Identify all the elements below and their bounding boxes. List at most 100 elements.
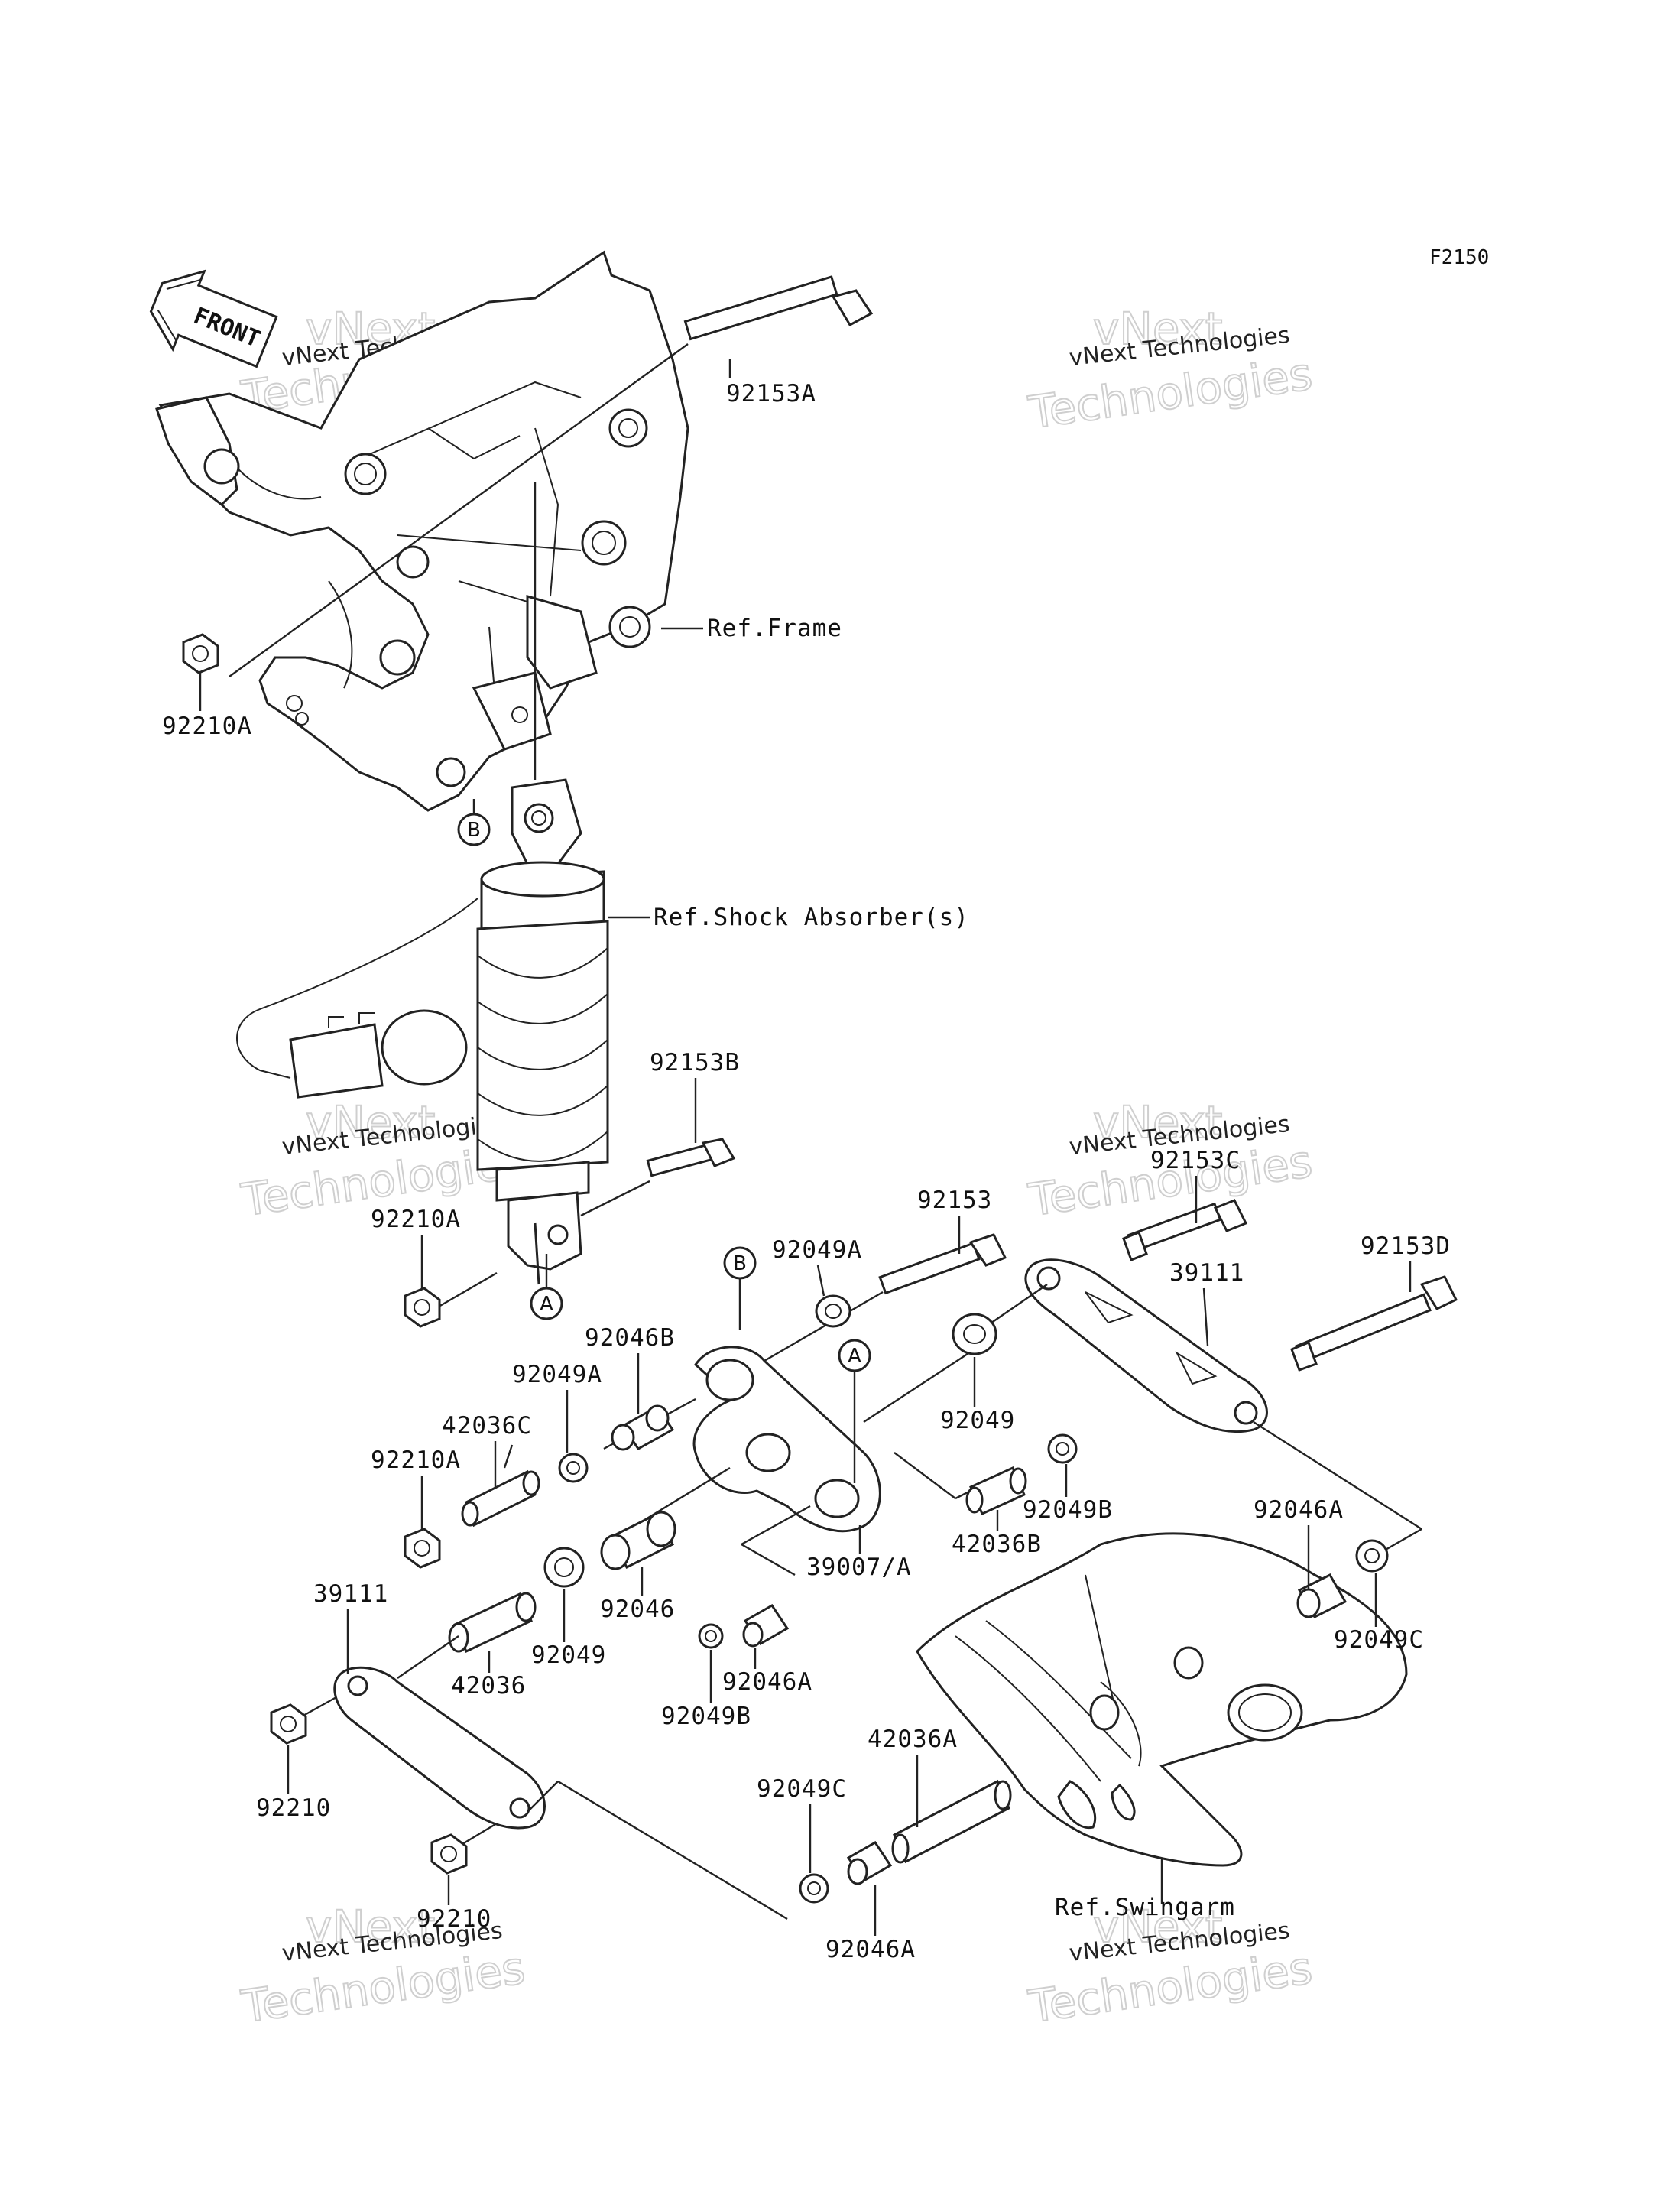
part-label: 92046 <box>600 1596 675 1623</box>
leader-line <box>1202 1287 1209 1346</box>
marker-a-upper: A <box>530 1254 563 1320</box>
nut-92210-lower <box>430 1833 468 1875</box>
axis-line <box>1253 1420 1422 1531</box>
part-label: 42036C <box>442 1412 532 1440</box>
ref-swingarm-label: Ref.Swingarm <box>1055 1894 1235 1921</box>
rocker-arm <box>692 1346 881 1533</box>
part-label: 92153D <box>1361 1232 1451 1260</box>
part-label: 92153 <box>917 1187 992 1214</box>
svg-text:vNext: vNext <box>306 1901 435 1953</box>
part-label: 92046A <box>722 1668 812 1696</box>
plate-hole <box>203 448 240 485</box>
marker-a-lower: A <box>838 1339 871 1483</box>
axis-line <box>863 1348 975 1424</box>
bearing-92046A-lower <box>846 1841 893 1885</box>
shock-absorber-illustration <box>236 482 609 1285</box>
collar-92049-left <box>543 1547 585 1588</box>
svg-text:vNext: vNext <box>1093 1901 1222 1953</box>
part-label: 92153A <box>726 380 816 407</box>
nut-92210A-lower <box>404 1528 441 1569</box>
axis-line <box>458 1822 498 1848</box>
bolt-92153 <box>878 1233 1007 1295</box>
svg-text:B: B <box>733 1252 747 1275</box>
bearing-92046A-mid <box>742 1604 790 1648</box>
axis-line <box>301 1696 337 1718</box>
bearing-92046B <box>611 1404 675 1451</box>
sleeve-42036B <box>965 1466 1027 1515</box>
part-label: 42036B <box>952 1531 1042 1558</box>
collar-92049A-upper <box>815 1294 851 1328</box>
ref-frame-label: Ref.Frame <box>707 615 842 642</box>
part-label: 39111 <box>1169 1259 1244 1287</box>
part-label: 92049C <box>1334 1626 1424 1654</box>
part-label: 92153C <box>1150 1147 1241 1174</box>
watermark: vNext Technologies vNext Technologies <box>1024 1900 1315 2034</box>
bolt-92153C <box>1122 1199 1248 1261</box>
svg-text:vNext: vNext <box>1093 303 1222 355</box>
axis-line <box>557 1780 788 1920</box>
svg-text:Technologies: Technologies <box>1025 348 1315 439</box>
part-label: 92049 <box>531 1641 606 1669</box>
ref-shock-label: Ref.Shock Absorber(s) <box>654 904 969 931</box>
front-arrow-icon: FRONT <box>149 269 278 368</box>
svg-text:A: A <box>540 1293 553 1316</box>
axis-line <box>985 1284 1048 1327</box>
watermark: vNext Technologies vNext Technologies <box>1024 302 1315 440</box>
svg-text:vNext: vNext <box>1093 1096 1222 1148</box>
leader-line <box>816 1265 825 1297</box>
svg-text:B: B <box>467 819 481 842</box>
part-label: 92153B <box>650 1049 740 1076</box>
part-label: 92210A <box>162 713 252 740</box>
part-label: 92049A <box>512 1361 602 1388</box>
part-label: 42036A <box>868 1726 958 1753</box>
axis-line <box>764 1291 884 1362</box>
collar-92049B-right <box>1047 1433 1078 1464</box>
collar-92049A-lower <box>558 1453 589 1483</box>
part-label: 92049B <box>661 1703 751 1730</box>
bolt-92153A <box>229 275 874 677</box>
nut-92210A-mid <box>404 1271 498 1328</box>
frame-illustration <box>158 250 689 812</box>
sleeve-42036C <box>461 1469 540 1528</box>
axis-line <box>397 1635 459 1679</box>
part-label: 42036 <box>451 1672 526 1700</box>
nut-92210-left <box>270 1703 307 1745</box>
axis-line <box>741 1505 811 1546</box>
part-label: 92049B <box>1023 1496 1113 1524</box>
part-label: 92210 <box>256 1794 331 1822</box>
part-label: 92046B <box>585 1324 675 1352</box>
collar-92049C-lower <box>799 1873 829 1904</box>
swingarm-illustration <box>916 1532 1408 1867</box>
axis-line <box>741 1543 796 1576</box>
marker-b-upper: B <box>457 799 491 846</box>
part-label: 92049C <box>757 1775 847 1803</box>
collar-92049-right <box>952 1313 997 1355</box>
part-label: 92046A <box>825 1936 916 1963</box>
figure-code: F2150 <box>1429 246 1489 269</box>
axis-line <box>527 1781 559 1813</box>
tie-rod-right <box>1024 1258 1268 1433</box>
collar-92049B-lower <box>698 1623 724 1649</box>
bolt-92153B <box>580 1138 736 1217</box>
bearing-92046 <box>600 1511 676 1570</box>
svg-text:vNext: vNext <box>306 1096 435 1148</box>
tie-rod-left <box>333 1666 546 1830</box>
part-label: 39007/A <box>806 1554 912 1581</box>
svg-text:A: A <box>848 1345 861 1368</box>
marker-b-lower: B <box>723 1246 757 1330</box>
axis-line <box>503 1444 514 1469</box>
part-label: 92210 <box>417 1905 491 1933</box>
collar-92049C-right <box>1355 1539 1389 1573</box>
part-label: 92049A <box>772 1236 862 1264</box>
part-label: 92049 <box>940 1407 1015 1434</box>
part-label: 92046A <box>1254 1496 1344 1524</box>
part-label: 92210A <box>371 1206 461 1233</box>
bolt-92153D <box>1290 1275 1458 1372</box>
sleeve-42036A <box>891 1779 1012 1864</box>
axis-line <box>894 1452 956 1499</box>
part-label: 92210A <box>371 1446 461 1474</box>
part-label: 39111 <box>313 1580 388 1608</box>
sleeve-42036 <box>448 1592 537 1654</box>
